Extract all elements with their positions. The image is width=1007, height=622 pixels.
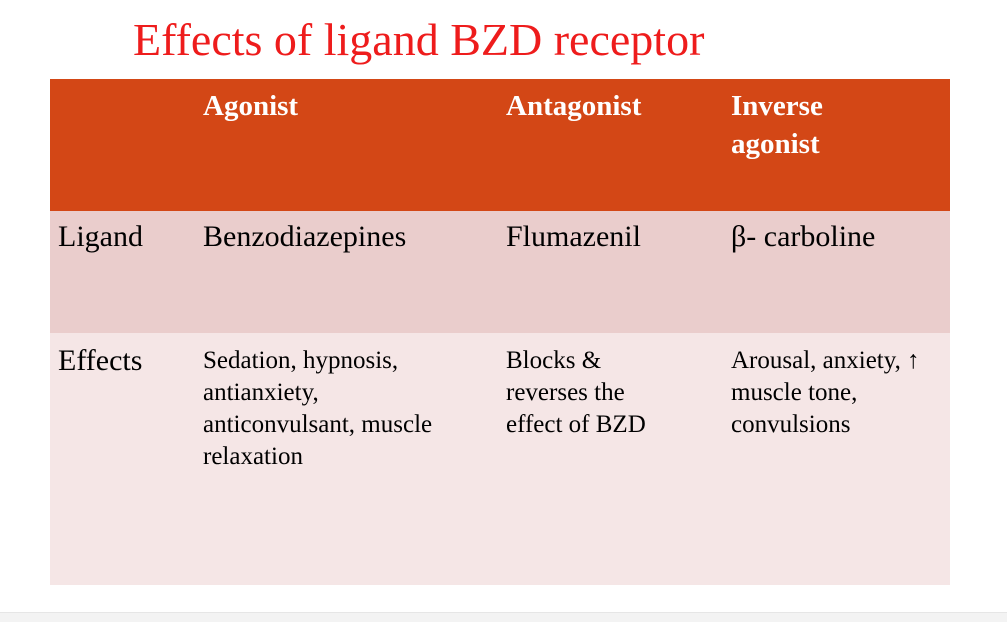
cell-effects-inverse-agonist: Arousal, anxiety, ↑ muscle tone, convuls… [723, 333, 950, 585]
cell-ligand-antagonist: Flumazenil [506, 220, 641, 253]
slide-title: Effects of ligand BZD receptor [133, 14, 705, 65]
cell-effects-antagonist-text: Blocks & reverses the effect of BZD [506, 347, 646, 438]
cell-effects-inverse-agonist-text: Arousal, anxiety, ↑ muscle tone, convuls… [731, 347, 920, 438]
header-empty [50, 79, 195, 211]
header-antagonist: Antagonist [506, 90, 642, 122]
bottom-bar [0, 612, 1007, 622]
cell-effects-agonist-text: Sedation, hypnosis, antianxiety, anticon… [203, 347, 433, 470]
table-header-row: Agonist Antagonist Inverse agonist [50, 79, 950, 211]
cell-ligand-inverse-agonist: β- carboline [731, 220, 876, 253]
table-row-ligand: Ligand Benzodiazepines Flumazenil β- car… [50, 211, 950, 333]
row-label-ligand: Ligand [58, 220, 143, 253]
cell-effects-antagonist: Blocks & reverses the effect of BZD [498, 333, 723, 585]
bzd-effects-table: Agonist Antagonist Inverse agonist Ligan… [50, 79, 950, 585]
header-agonist: Agonist [203, 90, 299, 122]
row-label-effects: Effects [58, 344, 143, 377]
header-inverse-agonist: Inverse agonist [723, 79, 950, 211]
cell-effects-agonist: Sedation, hypnosis, antianxiety, anticon… [195, 333, 498, 585]
header-inverse-agonist-text: Inverse agonist [731, 90, 823, 160]
table-row-effects: Effects Sedation, hypnosis, antianxiety,… [50, 333, 950, 585]
cell-ligand-agonist: Benzodiazepines [203, 220, 407, 253]
